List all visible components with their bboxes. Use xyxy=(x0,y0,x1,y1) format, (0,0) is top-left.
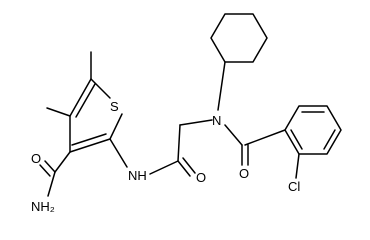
acetamide-carbonyl xyxy=(177,157,196,177)
bond-carbonyl-ch2 xyxy=(177,124,181,162)
bond-nh-carbonyl xyxy=(149,160,179,175)
methyl-c4 xyxy=(46,107,71,117)
carboxamide-nh2-label: NH₂ xyxy=(31,199,55,214)
benzoyl-oxygen-label: O xyxy=(239,166,249,181)
chlorine-label: Cl xyxy=(288,179,300,194)
bond-carbonyl-aryl xyxy=(244,129,286,146)
sulfur-label: S xyxy=(110,99,119,114)
molecule-structure: S NH N O O Cl O NH₂ xyxy=(31,13,342,214)
amide-nh-label: NH xyxy=(128,168,147,183)
bond-cyclohexyl-n xyxy=(217,61,226,111)
carboxamide-group xyxy=(39,151,71,197)
carboxamide-oxygen-label: O xyxy=(31,151,41,166)
thiophene-ring xyxy=(69,78,123,153)
amine-n-label: N xyxy=(212,113,221,128)
bond-c2-nh xyxy=(109,138,128,168)
bond-n-benzoyl xyxy=(224,124,243,146)
bond-ch2-n xyxy=(179,119,213,126)
chlorophenyl-ring xyxy=(284,105,342,155)
cyclohexyl-ring xyxy=(210,13,268,63)
benzoyl-carbonyl xyxy=(241,144,249,166)
amide-oxygen-label: O xyxy=(196,170,206,185)
bond-aryl-cl xyxy=(295,153,300,179)
